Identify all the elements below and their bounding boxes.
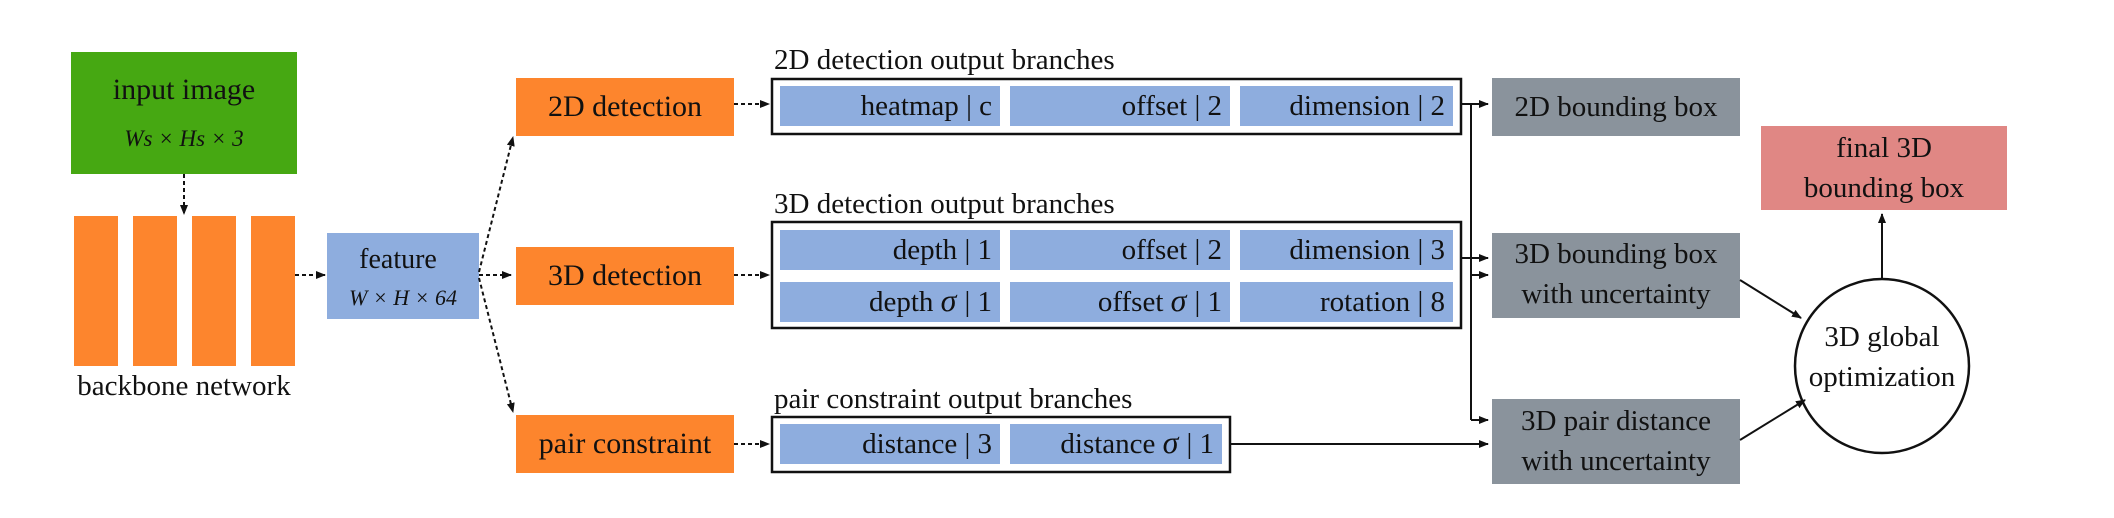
branch-cell-label-b2d-2: dimension | 2 [1289, 90, 1445, 122]
branch-cell-label-b3d-2: dimension | 3 [1289, 234, 1445, 266]
final-line2: bounding box [1804, 172, 1965, 204]
output-pair-line2: with uncertainty [1521, 445, 1711, 477]
head-pair-constraint: pair constraint [516, 415, 734, 473]
branch-cell-label-b2d-1: offset | 2 [1122, 90, 1222, 122]
branch-cell-b2d-1 [1010, 86, 1230, 126]
branches-2d-frame [770, 77, 1463, 136]
arrow-feature-to-pair [478, 277, 515, 413]
head-pair-label: pair constraint [539, 427, 712, 460]
feature-title: feature [359, 244, 437, 275]
backbone-layer-2 [133, 216, 177, 366]
branch-cell-b3d-0 [780, 230, 1000, 270]
branches-pair-title: pair constraint output branches [774, 383, 1132, 415]
output-3d-line1: 3D bounding box [1515, 238, 1719, 270]
branch-cell-label-b3d-3: depth σ | 1 [869, 282, 992, 318]
branch-cell-b3d-4 [1010, 282, 1230, 322]
input-image-dims: Ws × Hs × 3 [124, 126, 243, 151]
backbone-layer-3 [192, 216, 236, 366]
output-pair-box [1492, 399, 1740, 484]
branch-cell-label-b3d-1: offset | 2 [1122, 234, 1222, 266]
head-2d-label: 2D detection [548, 90, 702, 123]
branch-cell-bpair-0 [780, 424, 1000, 464]
output-3d-line2: with uncertainty [1521, 278, 1711, 310]
branches-2d-title: 2D detection output branches [774, 44, 1115, 76]
final-3d-bbox: final 3D bounding box [1761, 126, 2007, 210]
branch-cell-b2d-0 [780, 86, 1000, 126]
branch-cell-label-bpair-1: distance σ | 1 [1060, 424, 1214, 460]
backbone-block: backbone network [74, 216, 295, 402]
branches-3d: 3D detection output branches depth | 1 of… [770, 188, 1463, 330]
backbone-layer-4 [251, 216, 295, 366]
output-pair-line1: 3D pair distance [1521, 405, 1711, 437]
output-2d-bbox: 2D bounding box [1492, 78, 1740, 136]
arrow-pair-to-optimization [1739, 399, 1806, 441]
global-optimization: 3D global optimization [1793, 277, 1971, 455]
branch-cell-label-b3d-0: depth | 1 [893, 234, 992, 266]
branch-cell-b3d-3 [780, 282, 1000, 322]
head-2d-box [516, 78, 734, 136]
head-2d-detection: 2D detection [516, 78, 734, 136]
branch-cell-b3d-1 [1010, 230, 1230, 270]
branch-cell-label-bpair-0: distance | 3 [862, 428, 992, 460]
head-3d-label: 3D detection [548, 259, 702, 292]
branch-cell-label-b3d-4: offset σ | 1 [1098, 282, 1222, 318]
optimization-line1: 3D global [1824, 321, 1939, 353]
branch-cell-label-b2d-0: heatmap | c [861, 90, 992, 122]
output-2d-label: 2D bounding box [1515, 91, 1719, 123]
output-3d-bbox: 3D bounding box with uncertainty [1492, 233, 1740, 318]
branches-3d-frame [770, 220, 1463, 330]
arrow-3d-bbox-to-optimization [1739, 279, 1802, 319]
feature-dims: W × H × 64 [349, 285, 457, 310]
head-3d-detection: 3D detection [516, 247, 734, 305]
output-2d-box [1492, 78, 1740, 136]
final-box [1761, 126, 2007, 210]
branch-cell-b3d-2 [1240, 230, 1453, 270]
branch-cell-label-b3d-5: rotation | 8 [1320, 286, 1445, 318]
backbone-label: backbone network [77, 370, 291, 402]
head-pair-box [516, 415, 734, 473]
output-3d-box [1492, 233, 1740, 318]
output-pair-distance: 3D pair distance with uncertainty [1492, 399, 1740, 484]
final-line1: final 3D [1836, 132, 1932, 164]
branch-cell-bpair-1 [1010, 424, 1222, 464]
arrow-feature-to-2d [478, 136, 515, 273]
feature-block: feature W × H × 64 [327, 233, 479, 319]
backbone-layer-1 [74, 216, 118, 366]
branches-2d: 2D detection output branches heatmap | c… [770, 44, 1463, 136]
optimization-line2: optimization [1809, 361, 1956, 393]
branches-pair: pair constraint output branches distance… [770, 383, 1232, 474]
input-image-box [71, 52, 297, 174]
input-image-block: input image Ws × Hs × 3 [71, 52, 297, 174]
branches-3d-title: 3D detection output branches [774, 188, 1115, 220]
input-image-title: input image [113, 73, 255, 106]
optimization-circle [1793, 277, 1971, 455]
feature-box [327, 233, 479, 319]
head-3d-box [516, 247, 734, 305]
branch-cell-b3d-5 [1240, 282, 1453, 322]
branch-cell-b2d-2 [1240, 86, 1453, 126]
